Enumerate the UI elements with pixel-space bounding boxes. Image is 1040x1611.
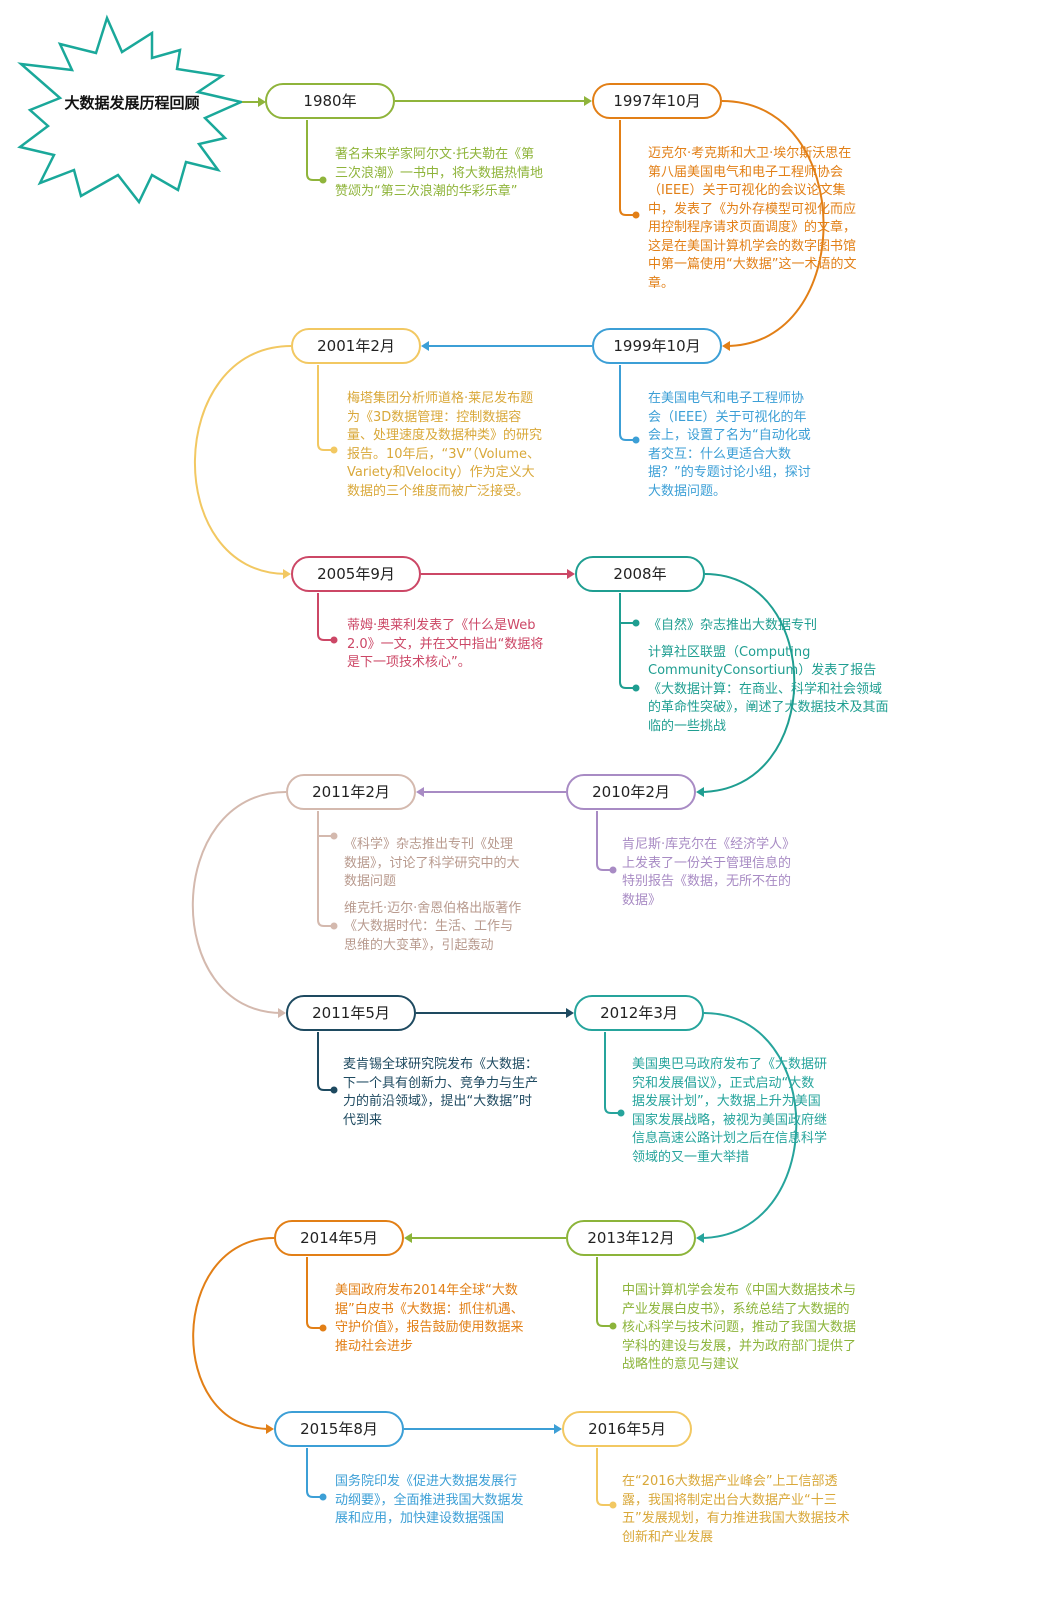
event-description: 《自然》杂志推出大数据专刊计算社区联盟（Computing CommunityC…: [648, 617, 893, 744]
event-bracket-4: [317, 593, 332, 641]
event-date-pill: 2011年5月: [286, 995, 416, 1031]
event-description: 国务院印发《促进大数据发展行动纲要》，全面推进我国大数据发展和应用，加快建设数据…: [335, 1473, 525, 1537]
arrowhead: [283, 569, 291, 579]
arrowhead: [258, 97, 266, 107]
arrowhead: [266, 1424, 274, 1434]
event-description: 梅塔集团分析师道格·莱尼发布题为《3D数据管理：控制数据容量、处理速度及数据种类…: [347, 390, 542, 509]
connector-7-8: [191, 791, 287, 1014]
event-bullet: [609, 866, 617, 874]
event-date-pill: 2012年3月: [574, 995, 704, 1031]
connector-1-2: [721, 100, 825, 347]
connector-3-4: [193, 345, 292, 575]
event-description: 迈克尔·考克斯和大卫·埃尔斯沃思在第八届美国电气和电子工程师协会（IEEE）关于…: [648, 145, 858, 301]
event-date-pill: 2015年8月: [274, 1411, 404, 1447]
event-description: 著名未来学家阿尔文·托夫勒在《第三次浪潮》一书中，将大数据热情地赞颂为“第三次浪…: [335, 146, 545, 210]
event-bullet: [632, 684, 640, 692]
event-date-pill: 1999年10月: [592, 328, 722, 364]
arrowhead: [584, 96, 592, 106]
event-date-pill: 2008年: [575, 556, 705, 592]
arrowhead: [278, 1008, 286, 1018]
event-bracket-0: [306, 120, 321, 181]
event-date-pill: 2014年5月: [274, 1220, 404, 1256]
event-bracket-1: [619, 120, 634, 216]
arrowhead: [566, 1008, 574, 1018]
event-date-pill: 2011年2月: [286, 774, 416, 810]
event-bracket-10: [596, 1257, 611, 1327]
event-bullet: [330, 1086, 338, 1094]
arrowhead: [404, 1233, 412, 1243]
event-date-pill: 2001年2月: [291, 328, 421, 364]
event-bullet: [617, 1109, 625, 1117]
event-bracket-7: [317, 811, 332, 927]
event-description: 中国计算机学会发布《中国大数据技术与产业发展白皮书》，系统总结了大数据的核心科学…: [622, 1282, 857, 1383]
arrowhead: [421, 341, 429, 351]
arrowhead: [554, 1424, 562, 1434]
arrowhead: [567, 569, 575, 579]
event-description-text: 美国政府发布2014年全球“大数据”白皮书《大数据：抓住机遇、守护价值》，报告鼓…: [335, 1283, 524, 1354]
event-bullet: [632, 619, 640, 627]
event-description: 《科学》杂志推出专刊《处理数据》，讨论了科学研究中的大数据问题维克托·迈尔·舍恩…: [344, 836, 524, 963]
event-description-text: 迈克尔·考克斯和大卫·埃尔斯沃思在第八届美国电气和电子工程师协会（IEEE）关于…: [648, 146, 857, 291]
arrowhead: [722, 341, 730, 351]
event-description-text: 《自然》杂志推出大数据专刊: [648, 618, 818, 633]
event-description-text: 肯尼斯·库克尔在《经济学人》上发表了一份关于管理信息的特别报告《数据，无所不在的…: [622, 837, 796, 908]
event-bracket-5: [619, 593, 634, 689]
event-bullet: [330, 832, 338, 840]
event-description: 美国政府发布2014年全球“大数据”白皮书《大数据：抓住机遇、守护价值》，报告鼓…: [335, 1282, 525, 1364]
event-bullet: [609, 1322, 617, 1330]
event-description-text: 美国奥巴马政府发布了《大数据研究和发展倡议》，正式启动“大数据发展计划”，大数据…: [632, 1057, 828, 1165]
event-bullet: [319, 1324, 327, 1332]
event-bracket-3: [317, 365, 332, 451]
event-date-pill: 1980年: [265, 83, 395, 119]
arrowhead: [696, 787, 704, 797]
event-bullet: [632, 436, 640, 444]
event-bullet: [330, 636, 338, 644]
event-bracket-9: [604, 1032, 619, 1114]
event-bracket-13: [596, 1448, 611, 1506]
event-date-pill: 1997年10月: [592, 83, 722, 119]
title-starburst-shape: [17, 14, 245, 205]
event-description-text: 在“2016大数据产业峰会”上工信部透露，我国将制定出台大数据产业“十三五”发展…: [622, 1474, 850, 1545]
connector-9-10: [699, 1012, 798, 1239]
event-bracket-8: [317, 1032, 332, 1091]
event-description-text: 计算社区联盟（Computing CommunityConsortium）发表了…: [648, 644, 889, 734]
event-bullet: [319, 1493, 327, 1501]
event-date-pill: 2010年2月: [566, 774, 696, 810]
event-description-text: 麦肯锡全球研究院发布《大数据：下一个具有创新力、竞争力与生产力的前沿领域》，提出…: [343, 1057, 539, 1128]
event-bullet: [632, 211, 640, 219]
event-date-pill: 2016年5月: [562, 1411, 692, 1447]
connector-11-12: [192, 1237, 275, 1430]
arrowhead: [696, 1233, 704, 1243]
event-date-pill: 2013年12月: [566, 1220, 696, 1256]
event-bullet: [330, 922, 338, 930]
event-description: 肯尼斯·库克尔在《经济学人》上发表了一份关于管理信息的特别报告《数据，无所不在的…: [622, 836, 802, 918]
event-description-text: 国务院印发《促进大数据发展行动纲要》，全面推进我国大数据发展和应用，加快建设数据…: [335, 1474, 524, 1526]
event-description-text: 蒂姆·奥莱利发表了《什么是Web 2.0》一文，并在文中指出“数据将是下一项技术…: [347, 618, 544, 670]
event-description-text: 梅塔集团分析师道格·莱尼发布题为《3D数据管理：控制数据容量、处理速度及数据种类…: [347, 391, 543, 499]
event-bracket-2: [619, 365, 634, 441]
connector-5-6: [699, 573, 796, 793]
event-bullet: [609, 1501, 617, 1509]
event-bullet: [330, 446, 338, 454]
event-bullet: [319, 176, 327, 184]
event-description-text: 著名未来学家阿尔文·托夫勒在《第三次浪潮》一书中，将大数据热情地赞颂为“第三次浪…: [335, 147, 544, 199]
event-description: 美国奥巴马政府发布了《大数据研究和发展倡议》，正式启动“大数据发展计划”，大数据…: [632, 1056, 827, 1175]
diagram-title: 大数据发展历程回顾: [64, 94, 200, 112]
event-description: 在“2016大数据产业峰会”上工信部透露，我国将制定出台大数据产业“十三五”发展…: [622, 1473, 852, 1555]
event-description-text: 在美国电气和电子工程师协会（IEEE）关于可视化的年会上，设置了名为“自动化或者…: [648, 391, 811, 499]
event-description: 麦肯锡全球研究院发布《大数据：下一个具有创新力、竞争力与生产力的前沿领域》，提出…: [343, 1056, 538, 1138]
event-bracket-11: [306, 1257, 321, 1329]
event-bracket-6: [596, 811, 611, 871]
event-description-text: 《科学》杂志推出专刊《处理数据》，讨论了科学研究中的大数据问题: [344, 837, 520, 889]
event-description-text: 中国计算机学会发布《中国大数据技术与产业发展白皮书》，系统总结了大数据的核心科学…: [622, 1283, 857, 1372]
event-description: 在美国电气和电子工程师协会（IEEE）关于可视化的年会上，设置了名为“自动化或者…: [648, 390, 813, 509]
event-date-pill: 2005年9月: [291, 556, 421, 592]
event-bracket-12: [306, 1448, 321, 1498]
event-description-text: 维克托·迈尔·舍恩伯格出版著作《大数据时代：生活、工作与思维的大变革》，引起轰动: [344, 900, 522, 953]
arrowhead: [416, 787, 424, 797]
event-description: 蒂姆·奥莱利发表了《什么是Web 2.0》一文，并在文中指出“数据将是下一项技术…: [347, 617, 547, 681]
